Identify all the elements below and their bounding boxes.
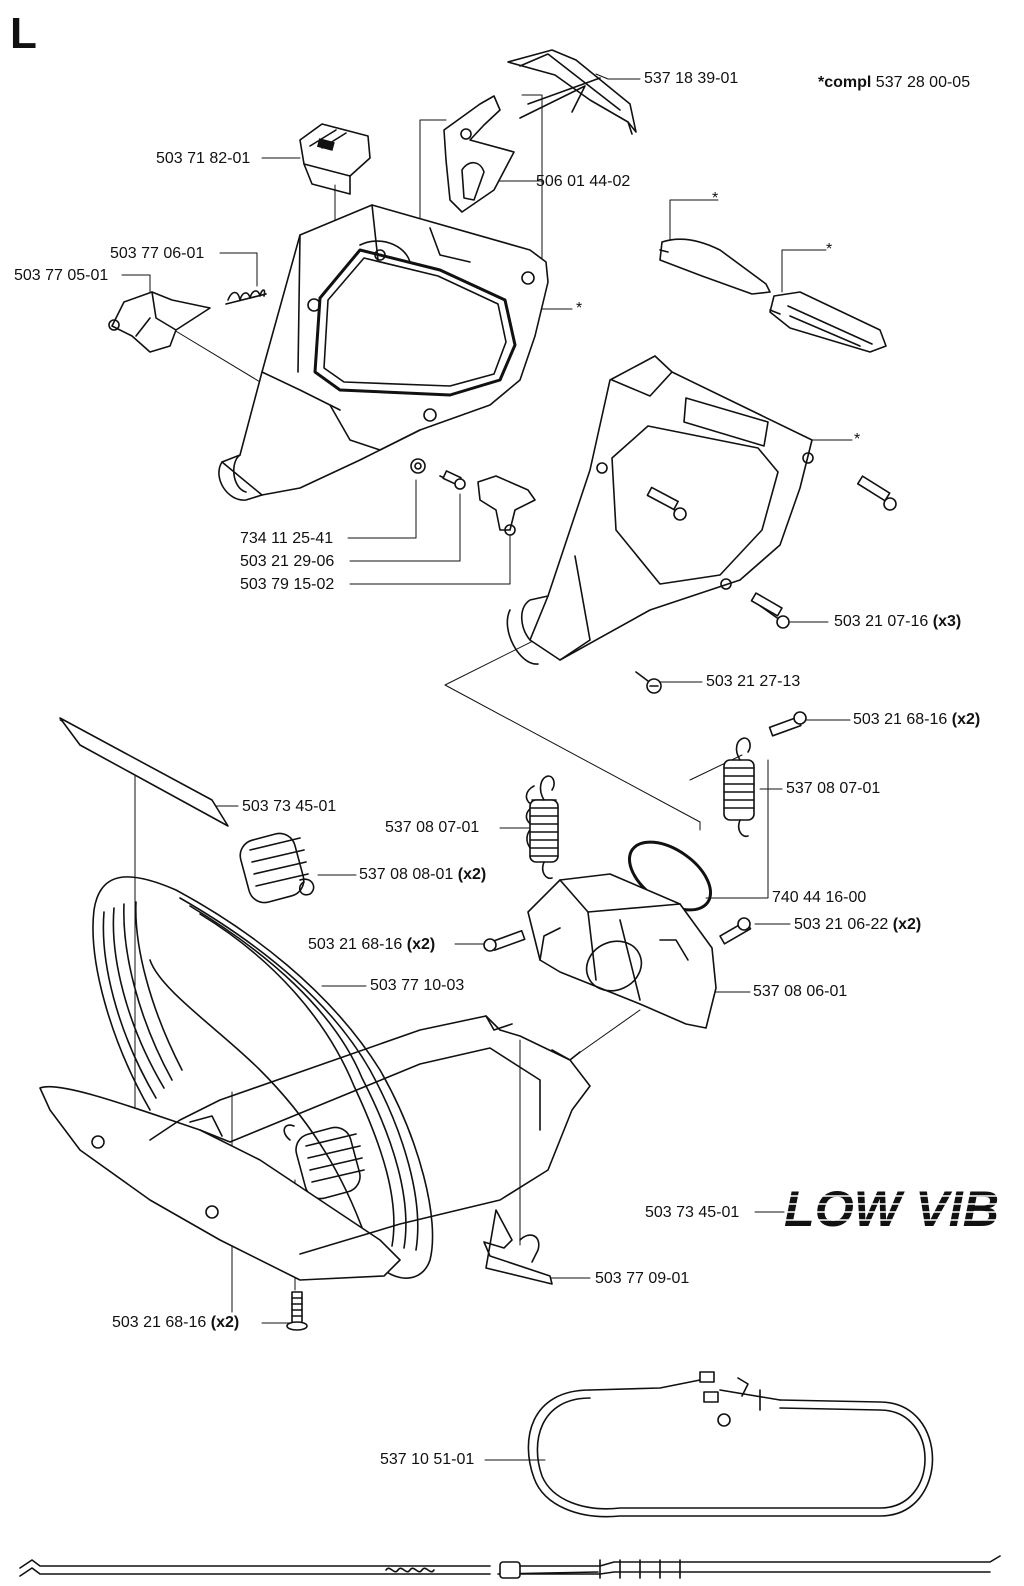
low-vib-logo-text: LOW VIB: [784, 1181, 999, 1237]
part-label-537080601: 537 08 06-01: [753, 983, 848, 1000]
choke-control: [108, 291, 211, 353]
asterisk-cover-left: *: [576, 300, 583, 317]
part-label-503734501-logo: 503 73 45-01: [645, 1204, 740, 1221]
part-label-503734501-decal: 503 73 45-01: [242, 798, 337, 815]
bottom-screw: [286, 1291, 308, 1331]
part-label-503771003: 503 77 10-03: [370, 977, 465, 994]
clip: [483, 1209, 553, 1285]
throttle-lockout: [507, 49, 637, 135]
part-label-503770501: 503 77 05-01: [14, 267, 109, 284]
part-label-503210622: 503 21 06-22 (x2): [794, 916, 922, 933]
part-label-537183901: 537 18 39-01: [644, 70, 739, 87]
part-label-506014402: 506 01 44-02: [536, 173, 631, 190]
part-label-503212906: 503 21 29-06: [240, 553, 335, 570]
part-label-503770901: 503 77 09-01: [595, 1270, 690, 1287]
part-label-537080801: 537 08 08-01 (x2): [359, 866, 487, 883]
part-label-537105101: 537 10 51-01: [380, 1451, 475, 1468]
stop-switch: [299, 123, 371, 195]
handle-cover: [506, 355, 814, 665]
compl-prefix: *compl: [818, 74, 872, 91]
part-label-740441600: 740 44 16-00: [772, 889, 867, 906]
handle-base: [39, 1015, 591, 1281]
damper-bracket: [527, 873, 717, 1029]
throttle-cable: [19, 1371, 1001, 1579]
complete-assembly-note: *compl 537 28 00-05: [818, 74, 970, 92]
part-label-537080701-left: 537 08 07-01: [385, 819, 480, 836]
asterisk-decal-1: *: [712, 190, 719, 207]
part-label-537080701-right: 537 08 07-01: [786, 780, 881, 797]
section-letter: L: [10, 9, 37, 58]
nut-and-screws: [410, 458, 536, 536]
front-handle: [92, 876, 434, 1279]
asterisk-decal-2: *: [826, 241, 833, 258]
part-label-503718201: 503 71 82-01: [156, 150, 251, 167]
cover-screws: [635, 475, 897, 694]
part-label-503212713: 503 21 27-13: [706, 673, 801, 690]
vibration-damper-springs: [239, 737, 755, 1200]
part-label-503791502: 503 79 15-02: [240, 576, 335, 593]
rear-handle-housing: [218, 204, 549, 501]
damper-screws: [483, 711, 807, 952]
decal-shapes: [659, 238, 887, 353]
asterisk-cover-right: *: [854, 431, 861, 448]
compl-number: 537 28 00-05: [875, 74, 971, 91]
warning-decal: [59, 717, 229, 827]
part-label-503770601: 503 77 06-01: [110, 245, 205, 262]
part-label-503210716: 503 21 07-16 (x3): [834, 613, 962, 630]
part-label-734112541: 734 11 25-41: [240, 530, 334, 547]
part-label-503216816-bottom: 503 21 68-16 (x2): [112, 1314, 240, 1331]
throttle-trigger: [443, 95, 515, 213]
part-label-503216816-mid: 503 21 68-16 (x2): [308, 936, 436, 953]
part-label-503216816-top: 503 21 68-16 (x2): [853, 711, 981, 728]
low-vib-logo: LOW VIB: [784, 1181, 1005, 1237]
small-spring: [225, 289, 267, 305]
